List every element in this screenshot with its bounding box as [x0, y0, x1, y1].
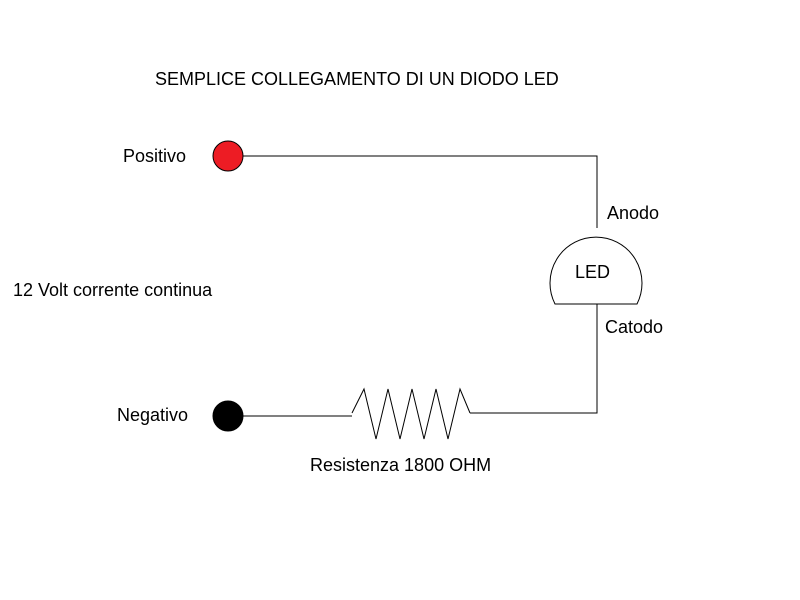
resistor-label: Resistenza 1800 OHM — [310, 455, 492, 475]
negative-terminal — [212, 400, 244, 432]
diagram-title: SEMPLICE COLLEGAMENTO DI UN DIODO LED — [155, 69, 559, 89]
positive-terminal — [212, 140, 244, 172]
positive-terminal-label: Positivo — [123, 146, 187, 166]
positive-wire — [243, 155, 598, 228]
led-symbol — [549, 236, 643, 305]
cathode-wire — [470, 304, 598, 414]
anode-label: Anodo — [607, 203, 660, 223]
led-label: LED — [575, 262, 611, 282]
negative-terminal-label: Negativo — [117, 405, 189, 425]
cathode-label: Catodo — [605, 317, 664, 337]
resistor-symbol — [351, 387, 471, 440]
supply-voltage-label: 12 Volt corrente continua — [13, 280, 213, 300]
